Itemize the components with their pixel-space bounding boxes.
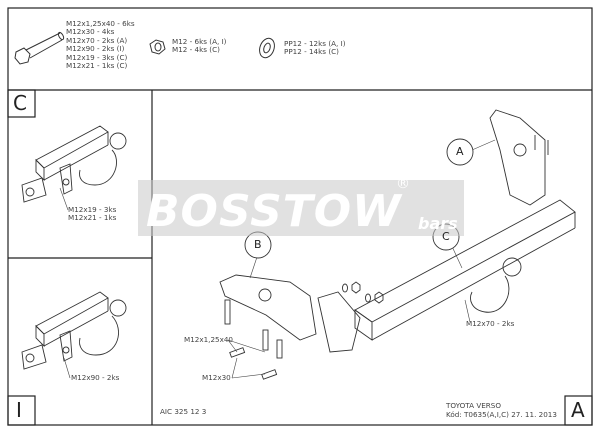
watermark-brand: BOSSTOW — [146, 186, 402, 237]
callout-m12x30: M12x30 — [202, 373, 231, 382]
nut-item: M12 - 6ks (A, I) — [172, 37, 227, 46]
nut-icon — [149, 39, 166, 55]
panel-i-label: I — [16, 398, 22, 422]
callout-m12x125x40: M12x1,25x40 — [184, 335, 234, 344]
bolt-list: M12x1,25x40 - 6ks M12x30 - 4ks M12x70 - … — [66, 19, 135, 71]
leader-lines — [59, 139, 496, 379]
bolt-item: M12x21 - 1ks (C) — [66, 61, 128, 71]
balloon-b: B — [254, 238, 262, 251]
bolt-item: M12x30 - 4ks — [66, 27, 115, 37]
bolt-item: M12x90 - 2ks (I) — [66, 44, 125, 54]
panel-c-callouts: M12x19 - 3ks M12x21 - 1ks — [68, 205, 117, 223]
bolt-item: M12x1,25x40 - 6ks — [66, 19, 135, 28]
watermark-band — [138, 180, 464, 236]
washer-list: PP12 - 12ks (A, I) PP12 - 14ks (C) — [284, 39, 346, 57]
washer-icon — [259, 37, 275, 59]
view-label: A — [571, 398, 585, 422]
drawing-number: AIC 325 12 3 — [160, 407, 207, 416]
callout-m12x70: M12x70 - 2ks — [466, 319, 515, 328]
towbar-detachable-c — [21, 125, 127, 203]
watermark-mark: ® — [396, 176, 410, 192]
balloon-c: C — [442, 230, 450, 243]
bolt-item: M12x19 - 3ks (C) — [66, 52, 128, 62]
bolt-icon — [14, 31, 65, 65]
washer-item: PP12 - 12ks (A, I) — [284, 39, 346, 48]
balloon-a: A — [456, 145, 464, 158]
panel-i-callout: M12x90 - 2ks — [71, 373, 120, 382]
panel-c-label: C — [13, 91, 27, 115]
towbar-fixed-i — [21, 291, 127, 370]
washer-item: PP12 - 14ks (C) — [284, 47, 339, 57]
main-assembly — [219, 109, 576, 380]
bolt-item: M12x70 - 2ks (A) — [66, 35, 128, 45]
watermark-sub: bars — [418, 214, 458, 233]
product-code: Kód: T0635(A,I,C) 27. 11. 2013 — [446, 410, 557, 419]
vehicle-name: TOYOTA VERSO — [446, 401, 502, 410]
nut-list: M12 - 6ks (A, I) M12 - 4ks (C) — [172, 37, 227, 55]
callout: M12x21 - 1ks — [68, 213, 117, 223]
callout: M12x19 - 3ks — [68, 205, 117, 214]
nut-item: M12 - 4ks (C) — [172, 45, 220, 55]
